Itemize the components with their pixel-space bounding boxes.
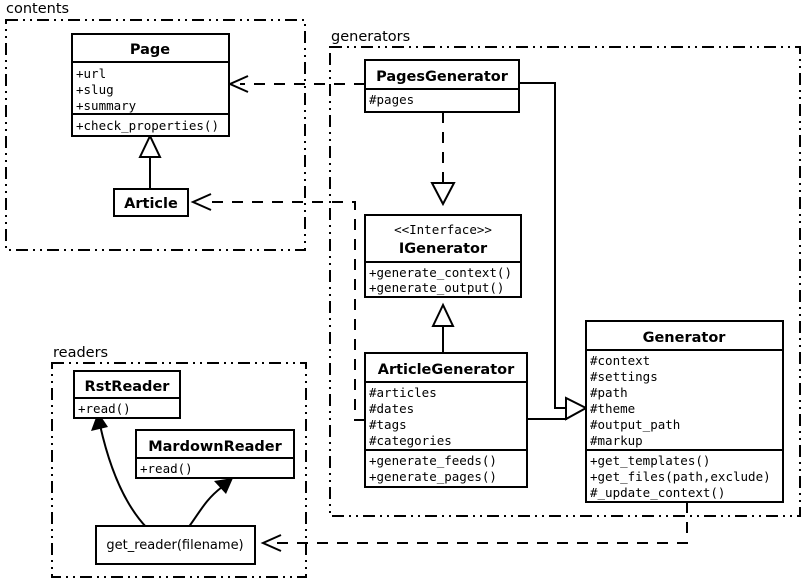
hollow-triangle-arrowhead: [431, 302, 455, 327]
class-method: +get_files(path,exclude): [590, 469, 771, 484]
relation-articlegenerator-inherits-igenerator: [431, 302, 455, 353]
class-attribute: #context: [590, 353, 650, 368]
class-name-article: Article: [124, 196, 178, 212]
relation-article-inherits-page: [138, 133, 162, 189]
class-box-article[interactable]: Article: [113, 188, 189, 217]
function-name-get-reader: get_reader(filename): [106, 538, 243, 553]
class-box-rst-reader[interactable]: RstReader +read(): [73, 370, 181, 419]
class-method: +read(): [78, 401, 131, 416]
class-attribute: #path: [590, 385, 628, 400]
open-arrowhead: [260, 534, 282, 552]
class-method: +check_properties(): [76, 118, 219, 133]
class-attribute: #theme: [590, 401, 635, 416]
relation-articlegenerator-inherits-generator: [527, 396, 589, 421]
class-method: +generate_output(): [369, 280, 504, 295]
class-box-generator[interactable]: Generator #context #settings #path #them…: [585, 320, 784, 503]
hollow-triangle-arrowhead: [430, 182, 456, 207]
class-attribute: #categories: [369, 433, 452, 448]
relation-generator-uses-get-reader: [260, 502, 688, 552]
hollow-triangle-arrowhead: [138, 133, 162, 158]
relation-pagesgenerator-realizes-igenerator: [430, 112, 456, 207]
package-contents-label: contents: [6, 1, 69, 17]
class-name-rst-reader: RstReader: [85, 379, 171, 395]
class-name-page: Page: [130, 42, 170, 58]
class-attribute: +summary: [76, 98, 137, 113]
class-method: +generate_context(): [369, 265, 512, 280]
relation-pagesgenerator-inherits-generator: [519, 82, 566, 409]
class-name-igenerator: IGenerator: [399, 241, 488, 257]
class-stereotype-igenerator: <<Interface>>: [394, 222, 492, 237]
class-attribute: #articles: [369, 385, 437, 400]
class-name-pages-generator: PagesGenerator: [376, 69, 509, 85]
class-attribute: #pages: [369, 92, 414, 107]
relation-get-reader-returns-rstreader: [91, 412, 148, 529]
class-method: +read(): [140, 461, 193, 476]
function-box-get-reader[interactable]: get_reader(filename): [95, 525, 256, 565]
relation-pagesgenerator-uses-page: [227, 75, 365, 93]
package-generators-border: [329, 46, 801, 517]
class-attribute: #tags: [369, 417, 407, 432]
package-generators-label: generators: [331, 29, 410, 45]
filled-arrowhead: [91, 412, 108, 431]
class-method: #_update_context(): [590, 485, 725, 500]
class-method: +generate_pages(): [369, 469, 497, 484]
relation-get-reader-returns-mardownreader: [187, 478, 233, 529]
class-attribute: #markup: [590, 433, 643, 448]
class-method: +generate_feeds(): [369, 453, 497, 468]
class-name-article-generator: ArticleGenerator: [378, 362, 515, 378]
class-attribute: #output_path: [590, 417, 680, 432]
class-box-article-generator[interactable]: ArticleGenerator #articles #dates #tags …: [364, 352, 528, 488]
package-contents-border: [5, 19, 306, 251]
filled-arrowhead: [214, 478, 233, 494]
open-arrowhead: [190, 193, 212, 211]
class-name-mardown-reader: MardownReader: [148, 439, 282, 455]
relation-articlegenerator-uses-article: [190, 193, 365, 421]
class-attribute: +url: [76, 66, 106, 81]
package-readers-border: [51, 362, 307, 578]
open-arrowhead: [227, 75, 249, 93]
class-method: +get_templates(): [590, 453, 710, 468]
class-box-page[interactable]: Page +url +slug +summary +check_properti…: [71, 33, 230, 137]
class-box-mardown-reader[interactable]: MardownReader +read(): [135, 429, 295, 479]
class-attribute: +slug: [76, 82, 114, 97]
class-name-generator: Generator: [643, 330, 727, 346]
class-box-pages-generator[interactable]: PagesGenerator #pages: [364, 59, 520, 113]
package-readers-label: readers: [53, 345, 108, 361]
hollow-triangle-arrowhead: [565, 396, 589, 421]
class-attribute: #dates: [369, 401, 414, 416]
class-attribute: #settings: [590, 369, 658, 384]
class-box-igenerator[interactable]: <<Interface>> IGenerator +generate_conte…: [364, 214, 522, 298]
